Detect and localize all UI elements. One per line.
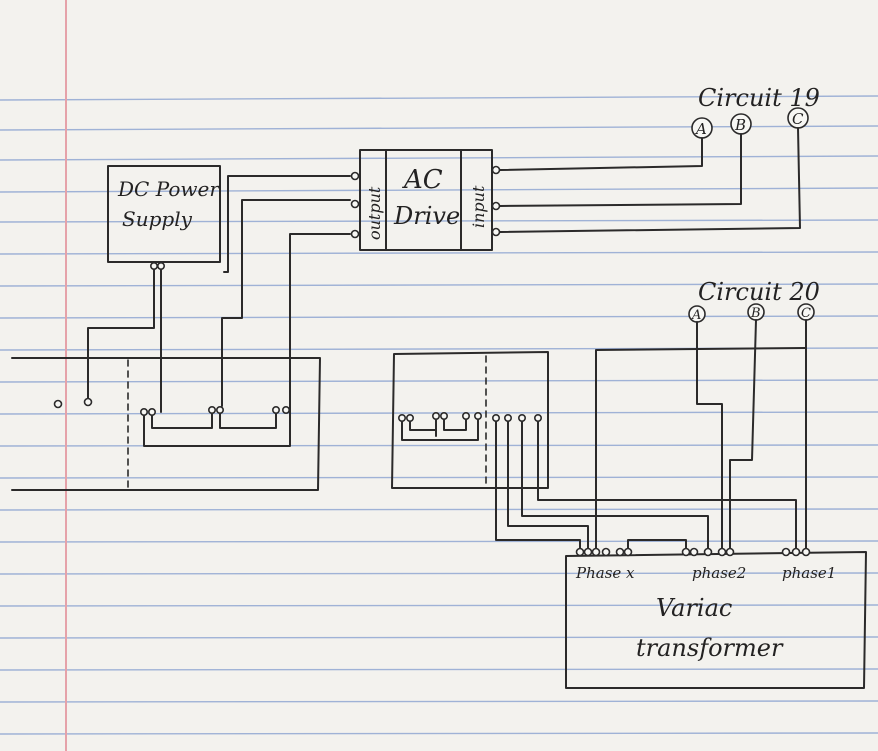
dc-power-supply: DC Power Supply [107, 165, 221, 270]
ac-drive-label-1: AC [402, 165, 443, 195]
ac-drive-label-2: Drive [393, 202, 460, 230]
phase1-label: phase1 [782, 564, 836, 582]
circuit-19-wiring [499, 127, 801, 233]
ruled-lines [0, 95, 878, 735]
left-panel [11, 357, 321, 491]
variac-transformer: Phase x phase2 phase1 Variac transformer [565, 547, 867, 689]
ac-drive: output input AC Drive [350, 149, 501, 251]
ac-drive-output-label: output [365, 186, 384, 240]
dc-supply-label-2: Supply [122, 207, 193, 231]
circuit-19-b-label: B [734, 116, 746, 134]
panel-to-variac-wiring [495, 421, 797, 549]
phase2-label: phase2 [692, 564, 746, 582]
circuit-19-a-label: A [694, 120, 707, 138]
circuit-19-label: Circuit 19 [698, 84, 820, 112]
variac-label-2: transformer [636, 634, 784, 662]
circuit-20-wiring [595, 319, 807, 549]
circuit-20-label: Circuit 20 [698, 278, 820, 306]
left-panel-wiring [87, 175, 351, 447]
right-panel [391, 351, 549, 489]
circuit-20: Circuit 20 A B C [688, 278, 820, 323]
circuit-20-c-label: C [801, 306, 811, 321]
variac-label-1: Variac [656, 594, 732, 622]
circuit-19-c-label: C [792, 110, 804, 128]
circuit-20-b-label: B [750, 306, 761, 321]
circuit-20-a-label: A [691, 308, 701, 323]
right-panel-jumpers [401, 419, 479, 441]
phase-x-label: Phase x [575, 564, 635, 582]
dc-supply-label-1: DC Power [117, 177, 220, 201]
ac-drive-input-label: input [469, 185, 488, 228]
circuit-19: Circuit 19 A B C [691, 84, 820, 139]
